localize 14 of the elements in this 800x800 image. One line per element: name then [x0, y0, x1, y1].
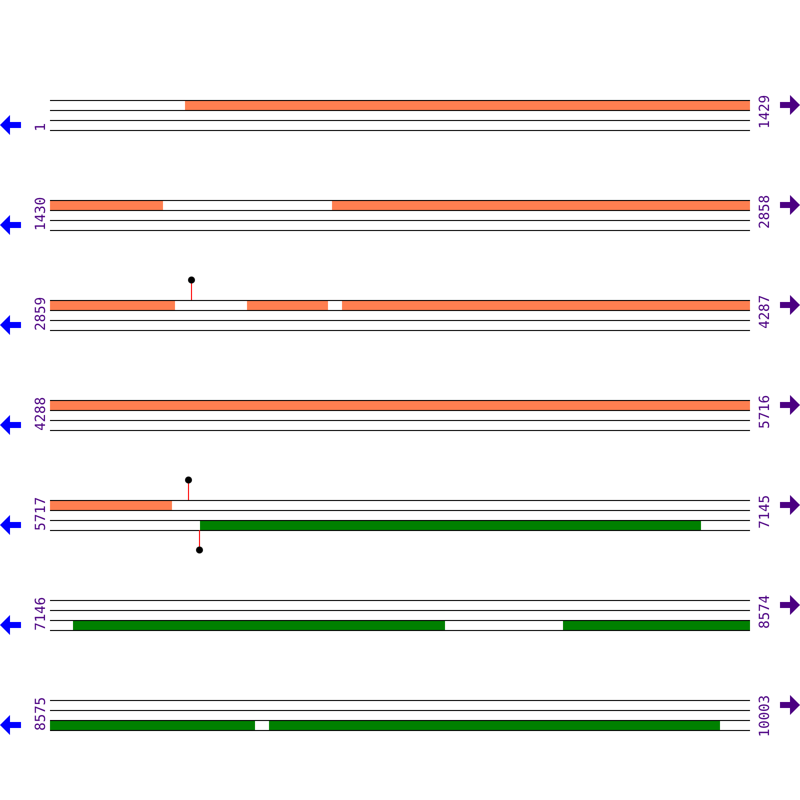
position-label: 1: [34, 123, 48, 132]
position-label: 7145: [758, 495, 772, 529]
position-label: 8575: [34, 697, 48, 731]
position-label: 8574: [758, 595, 772, 629]
position-label: 1429: [758, 95, 772, 129]
position-label: 5716: [758, 395, 772, 429]
position-label: 4287: [758, 295, 772, 329]
position-label: 7146: [34, 597, 48, 631]
position-label: 4288: [34, 397, 48, 431]
position-label: 1430: [34, 197, 48, 231]
position-label: 10003: [758, 695, 772, 738]
position-label: 2859: [34, 297, 48, 331]
position-label: 2858: [758, 195, 772, 229]
position-label: 5717: [34, 497, 48, 531]
